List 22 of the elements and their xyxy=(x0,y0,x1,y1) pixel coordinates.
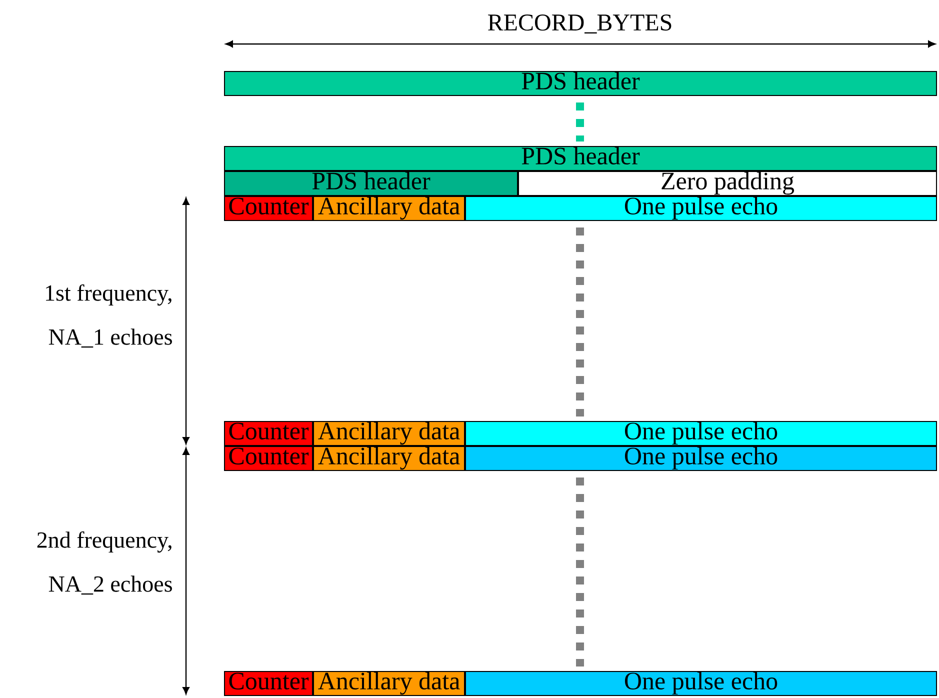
record-field: Zero padding xyxy=(518,171,937,196)
dotted-line xyxy=(576,102,584,142)
record-field: PDS header xyxy=(224,71,937,96)
record-field: One pulse echo xyxy=(465,671,937,696)
dimension-label: RECORD_BYTES xyxy=(488,14,672,34)
record-field: Ancillary data xyxy=(313,421,465,446)
group-label: 2nd frequency, NA_2 echoes xyxy=(37,531,172,595)
record-field: Counter xyxy=(224,446,313,471)
record-field: Counter xyxy=(224,196,313,221)
record-field: Ancillary data xyxy=(313,196,465,221)
record-field: PDS header xyxy=(224,146,937,171)
group-label: 1st frequency, NA_1 echoes xyxy=(46,284,172,348)
record-field: One pulse echo xyxy=(465,421,937,446)
dotted-line xyxy=(576,228,584,416)
record-field: Ancillary data xyxy=(313,446,465,471)
dotted-line xyxy=(576,478,584,666)
record-field: Counter xyxy=(224,421,313,446)
record-field: Counter xyxy=(224,671,313,696)
record-field: PDS header xyxy=(224,171,518,196)
record-field: One pulse echo xyxy=(465,196,937,221)
record-field: Ancillary data xyxy=(313,671,465,696)
record-field: One pulse echo xyxy=(465,446,937,471)
